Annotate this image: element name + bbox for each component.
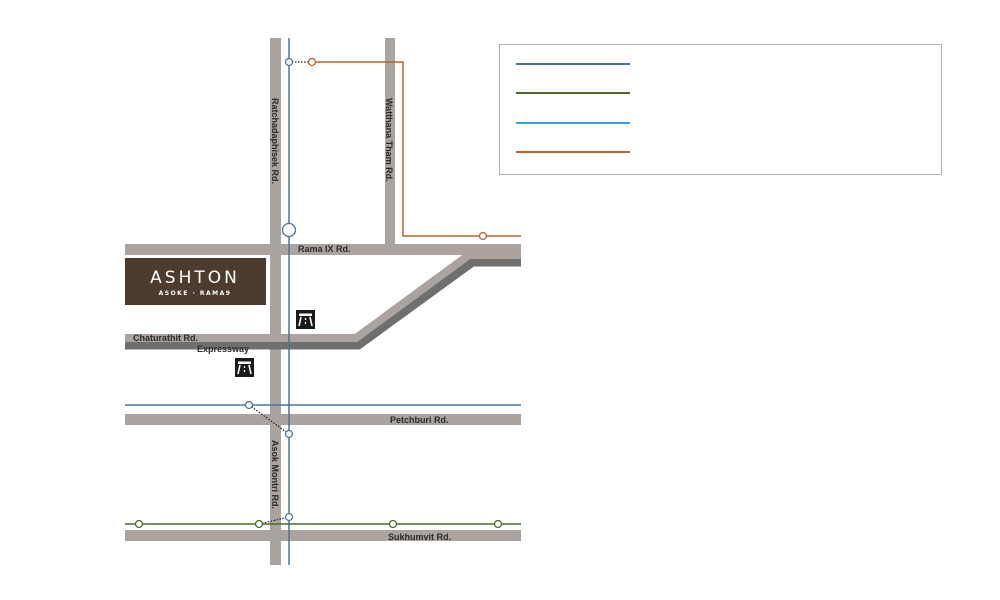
station-marker bbox=[478, 231, 488, 241]
label-chaturathit: Chaturathit Rd. bbox=[133, 333, 198, 343]
map-legend bbox=[499, 44, 942, 175]
label-asok-montri: Asok Montri Rd. bbox=[270, 440, 280, 509]
station-marker bbox=[244, 400, 254, 410]
label-rama-ix: Rama IX Rd. bbox=[298, 244, 351, 254]
station-marker bbox=[493, 519, 503, 529]
label-watthana-tham: Watthana Tham Rd. bbox=[384, 98, 394, 182]
interchange-connector bbox=[248, 404, 290, 435]
road-watthana-tham bbox=[385, 38, 395, 245]
expressway-icon bbox=[235, 358, 254, 377]
road-sukhumvit bbox=[125, 530, 521, 541]
label-expressway: Expressway bbox=[197, 344, 249, 354]
road-petchburi bbox=[125, 414, 521, 425]
brand-logo: ASHTON ASOKE · RAMA9 bbox=[125, 258, 266, 305]
label-sukhumvit: Sukhumvit Rd. bbox=[388, 532, 451, 542]
brand-name: ASHTON bbox=[150, 268, 240, 288]
road-ratchadaphisek-asok-montri bbox=[270, 38, 281, 565]
station-marker-rama9 bbox=[281, 222, 297, 238]
expressway-icon bbox=[296, 310, 315, 329]
road-expressway bbox=[125, 255, 521, 350]
label-petchburi: Petchburi Rd. bbox=[390, 415, 449, 425]
station-marker bbox=[307, 57, 317, 67]
label-ratchadaphisek: Ratchadaphisek Rd. bbox=[270, 98, 280, 184]
station-marker bbox=[388, 519, 398, 529]
road-chaturathit bbox=[125, 251, 521, 342]
station-marker bbox=[284, 429, 294, 439]
brand-subtitle: ASOKE · RAMA9 bbox=[159, 290, 232, 297]
interchange-connector bbox=[258, 516, 290, 525]
station-marker bbox=[284, 57, 294, 67]
legend-swatch-mrt bbox=[516, 63, 630, 65]
station-marker bbox=[284, 512, 294, 522]
legend-swatch-orange-line bbox=[516, 151, 630, 153]
station-marker bbox=[134, 519, 144, 529]
road-rama-ix bbox=[125, 244, 521, 255]
legend-swatch-bts bbox=[516, 92, 630, 94]
orange-line bbox=[312, 61, 521, 237]
legend-swatch-airport-link bbox=[516, 122, 630, 124]
station-marker bbox=[254, 519, 264, 529]
